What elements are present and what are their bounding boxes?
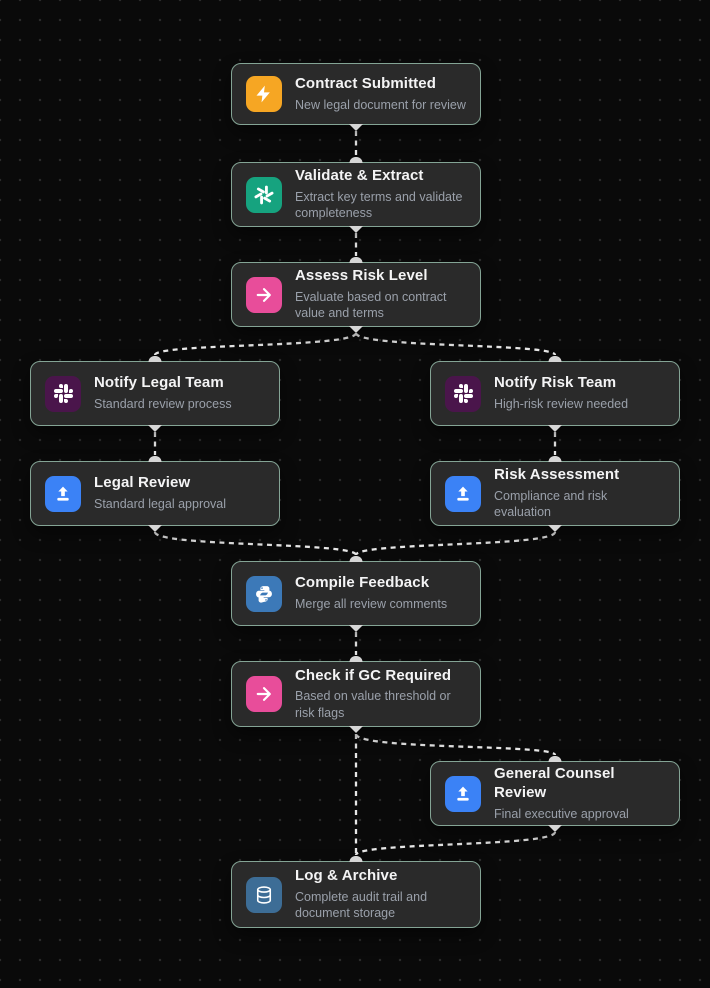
node-contract-submitted[interactable]: Contract Submitted New legal document fo… [231,63,481,131]
python-icon [246,575,282,612]
target-handle[interactable] [349,656,363,662]
node-subtitle: Based on value threshold or risk flags [295,689,451,720]
source-handle[interactable] [349,326,363,333]
node-subtitle: Merge all review comments [295,597,448,612]
node-title: Contract Submitted [295,74,436,92]
zap-icon [246,76,282,112]
target-handle[interactable] [148,456,162,462]
node-title: Compile Feedback [295,574,430,592]
node-assess-risk-level[interactable]: Assess Risk Level Evaluate based on cont… [231,257,481,333]
edge-risk-assessment-to-compile [354,530,557,557]
node-title: Legal Review [94,474,191,492]
source-handle[interactable] [148,425,162,432]
target-handle[interactable] [548,756,562,762]
target-handle[interactable] [349,157,363,163]
arrow-right-icon [246,676,282,712]
slack-icon [445,375,481,412]
arrow-right-icon [246,276,282,313]
target-handle[interactable] [349,257,363,263]
node-title: Check if GC Required [295,666,452,684]
node-subtitle: Extract key terms and validate completen… [295,189,463,221]
slack-icon [45,375,81,412]
node-title: Validate & Extract [295,167,424,185]
source-handle[interactable] [148,525,162,532]
node-subtitle: Compliance and risk evaluation [494,488,608,520]
node-subtitle: High-risk review needed [494,397,629,412]
node-subtitle: New legal document for review [295,97,466,112]
node-check-gc-required[interactable]: Check if GC Required Based on value thre… [231,656,481,733]
node-legal-review[interactable]: Legal Review Standard legal approval [30,456,280,532]
node-log-archive[interactable]: Log & Archive Complete audit trail and d… [231,856,481,928]
source-handle[interactable] [349,625,363,632]
node-title: Log & Archive [295,867,398,885]
node-notify-risk-team[interactable]: Notify Risk Team High-risk review needed [430,356,680,432]
node-compile-feedback[interactable]: Compile Feedback Merge all review commen… [231,556,481,632]
node-title: Assess Risk Level [295,267,428,285]
node-validate-extract[interactable]: Validate & Extract Extract key terms and… [231,157,481,233]
node-subtitle: Standard legal approval [94,497,227,512]
edge-assess-to-notify-legal [153,331,358,357]
source-handle[interactable] [349,124,363,131]
node-title: Notify Legal Team [94,374,224,392]
database-icon [246,876,282,913]
node-general-counsel-review[interactable]: General Counsel Review Final executive a… [430,756,680,832]
edge-assess-to-notify-risk [354,331,557,357]
upload-icon [45,475,81,512]
target-handle[interactable] [548,356,562,362]
node-notify-legal-team[interactable]: Notify Legal Team Standard review proces… [30,356,280,432]
node-title: General Counsel Review [494,765,615,801]
node-subtitle: Final executive approval [494,806,629,821]
target-handle[interactable] [148,356,162,362]
edge-check-gc-to-gc-review [354,732,557,757]
source-handle[interactable] [548,525,562,532]
source-handle[interactable] [548,425,562,432]
target-handle[interactable] [349,856,363,862]
target-handle[interactable] [548,456,562,462]
node-subtitle: Standard review process [94,397,232,412]
upload-icon [445,475,481,512]
node-title: Notify Risk Team [494,374,617,392]
source-handle[interactable] [548,825,562,832]
target-handle[interactable] [349,556,363,562]
edge-gc-review-to-log-archive [354,830,557,857]
openai-icon [246,176,282,213]
node-title: Risk Assessment [494,466,620,484]
node-subtitle: Evaluate based on contract value and ter… [295,289,447,321]
node-subtitle: Complete audit trail and document storag… [295,889,428,921]
source-handle[interactable] [349,226,363,233]
node-risk-assessment[interactable]: Risk Assessment Compliance and risk eval… [430,456,680,532]
edge-legal-review-to-compile [153,530,358,557]
source-handle[interactable] [349,726,363,733]
upload-icon [445,775,481,812]
